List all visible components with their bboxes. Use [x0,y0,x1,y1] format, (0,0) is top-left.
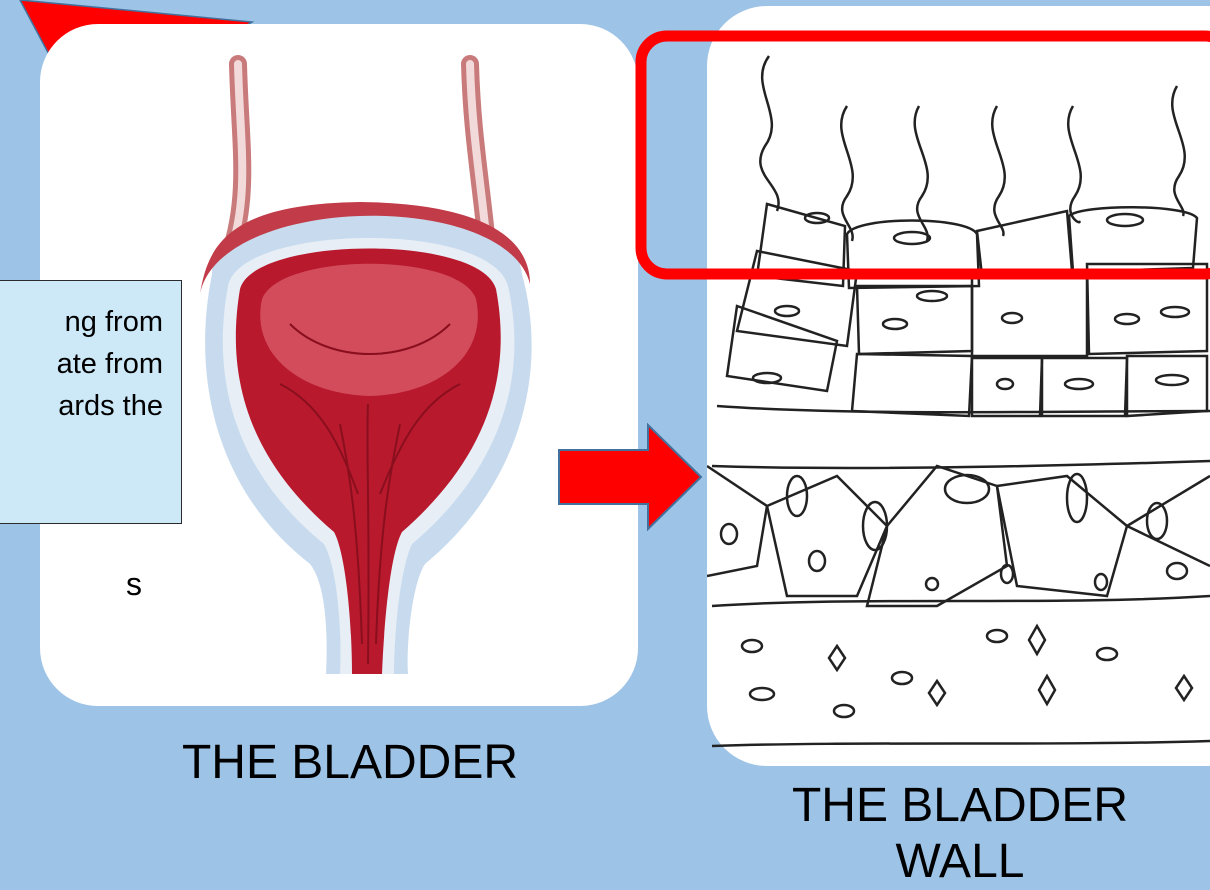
partial-text: s [126,566,142,603]
bladder-wall-caption: THE BLADDER WALL [740,778,1180,890]
bladder-wall-caption-line-1: THE BLADDER [740,778,1180,834]
bladder-wall-caption-line-2: WALL [740,834,1180,890]
callout-line-3: ards the [7,385,163,427]
callout-line-1: ng from [7,301,163,343]
highlight-box [635,30,1210,280]
right-arrow [556,422,706,532]
bladder-caption: THE BLADDER [140,735,560,791]
callout-line-2: ate from [7,343,163,385]
callout-box: ng from ate from ards the [0,280,182,524]
